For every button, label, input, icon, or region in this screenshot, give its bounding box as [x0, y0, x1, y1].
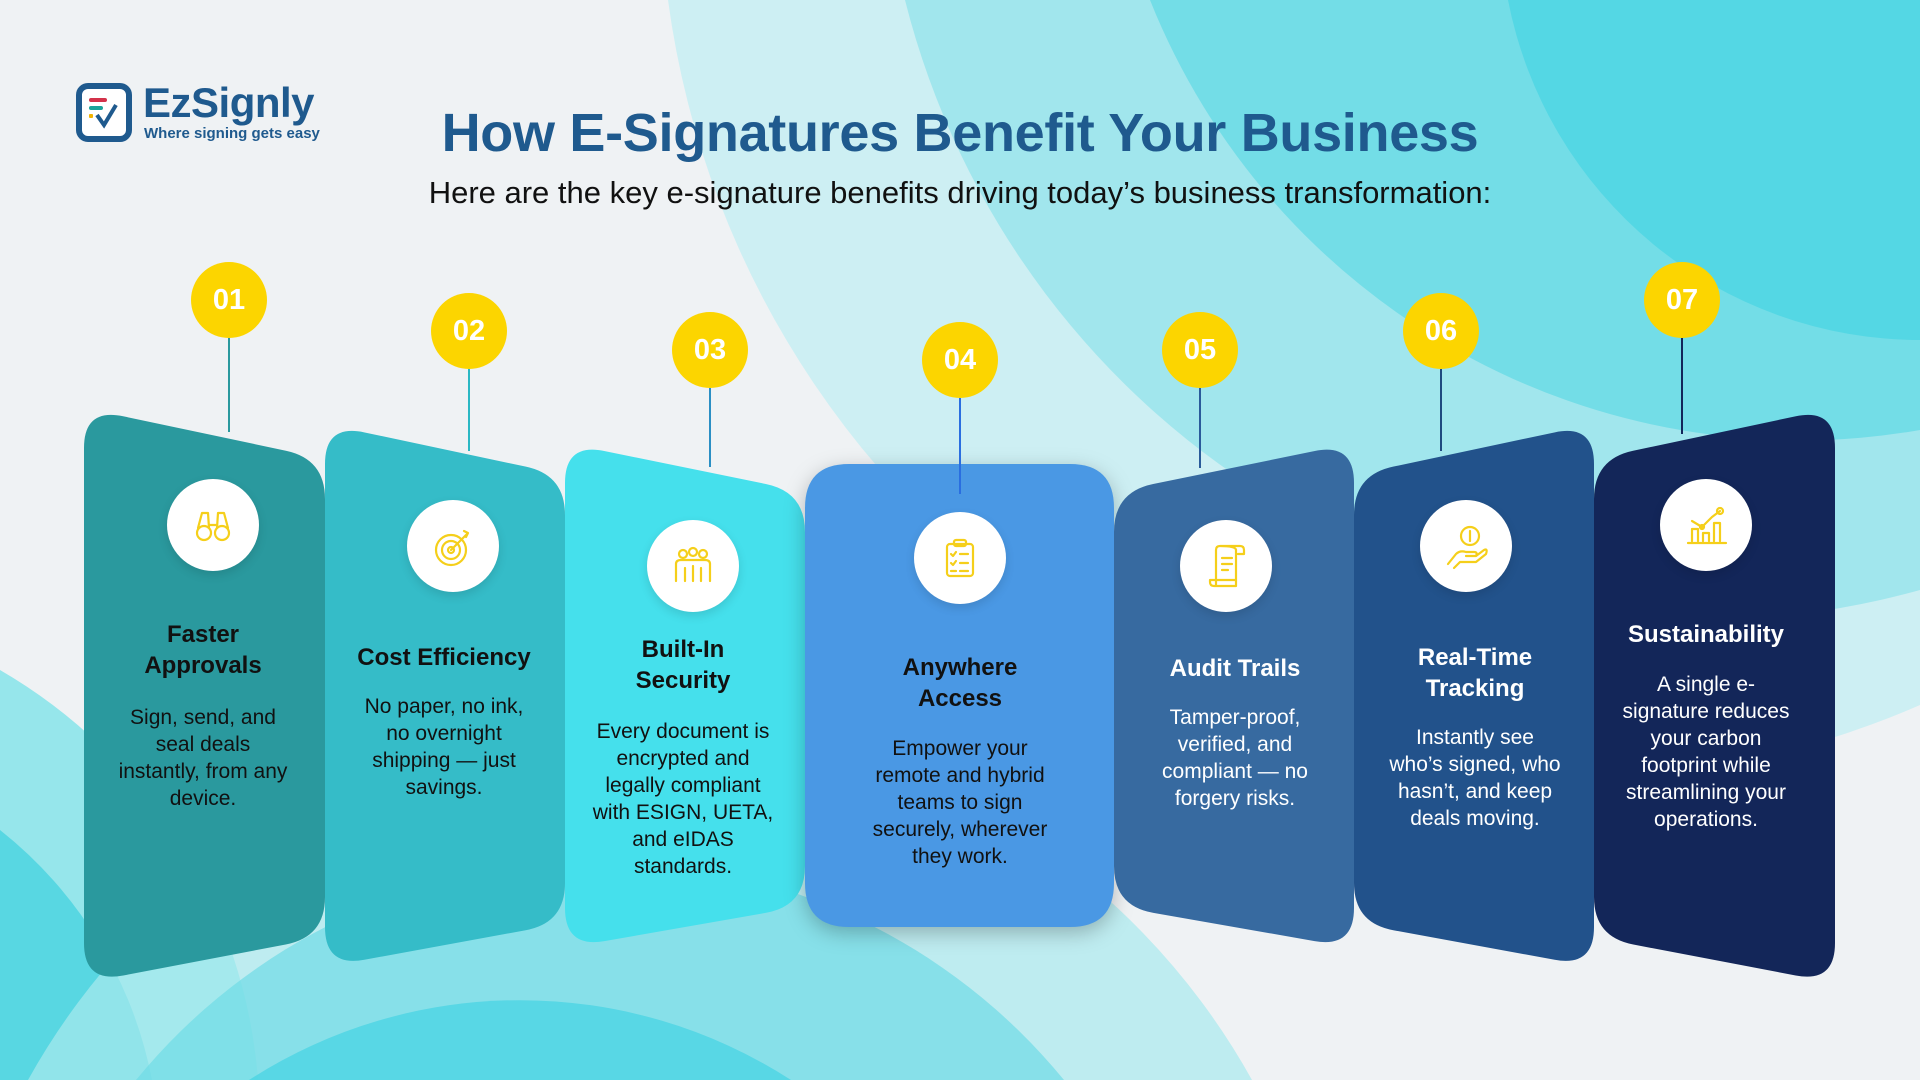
- card-description: Empower your remote and hybrid teams to …: [872, 737, 1048, 868]
- page-subtitle: Here are the key e-signature benefits dr…: [428, 175, 1492, 210]
- brand-logo[interactable]: EzSignly Where signing gets easy: [76, 79, 320, 142]
- card-description: Sign, send, and seal deals instantly, fr…: [118, 706, 288, 810]
- card-description: No paper, no ink, no overnight shipping …: [364, 695, 524, 799]
- card-title: Anywhere Access: [902, 654, 1018, 712]
- card-description: Instantly see who’s signed, who hasn’t, …: [1389, 726, 1561, 830]
- growth-chart-icon: [1686, 506, 1728, 545]
- connector-line: [1440, 369, 1442, 451]
- card-panel-1: [84, 414, 325, 977]
- logo-icon: [76, 83, 132, 142]
- icon-circle: [1420, 500, 1512, 592]
- card-description: A single e- signature reduces your carbo…: [1622, 673, 1790, 831]
- icon-circle: [1660, 479, 1752, 571]
- brand-tagline: Where signing gets easy: [144, 125, 320, 142]
- card-description: Every document is encrypted and legally …: [592, 720, 774, 878]
- step-number-badge: 04: [922, 322, 998, 398]
- card-title: Real-Time Tracking: [1417, 644, 1533, 702]
- step-number-badge: 02: [431, 293, 507, 369]
- clipboard-checklist-icon: [945, 538, 975, 578]
- step-number-badge: 03: [672, 312, 748, 388]
- step-number-badge: 05: [1162, 312, 1238, 388]
- step-number-badge: 01: [191, 262, 267, 338]
- scroll-icon: [1208, 544, 1246, 588]
- card-title: Cost Efficiency: [357, 644, 531, 671]
- brand-name: EzSignly: [143, 79, 315, 126]
- card-panel-2: [325, 430, 565, 961]
- step-number-badge: 06: [1403, 293, 1479, 369]
- connector-line: [1199, 388, 1201, 468]
- card-description: Tamper-proof, verified, and compliant — …: [1162, 706, 1308, 810]
- card-title: Built-In Security: [635, 636, 731, 694]
- icon-circle: [1180, 520, 1272, 612]
- target-icon: [434, 529, 470, 567]
- connector-line: [468, 369, 470, 451]
- icon-circle: [647, 520, 739, 612]
- card-panel-4: [805, 464, 1114, 927]
- card-title: Audit Trails: [1169, 655, 1301, 682]
- card-panel-5: [1114, 449, 1354, 943]
- connector-line: [228, 338, 230, 432]
- page-title: How E-Signatures Benefit Your Business: [441, 103, 1479, 163]
- step-number-badge: 07: [1644, 262, 1720, 338]
- card-panel-6: [1354, 430, 1594, 961]
- card-title: Sustainability: [1627, 621, 1785, 648]
- icon-circle: [167, 479, 259, 571]
- icon-circle: [914, 512, 1006, 604]
- connector-line: [1681, 338, 1683, 434]
- card-panel-7: [1594, 414, 1835, 977]
- icon-circle: [407, 500, 499, 592]
- connector-line: [709, 388, 711, 467]
- connector-line: [959, 398, 961, 494]
- card-title: Faster Approvals: [144, 621, 262, 679]
- team-icon: [674, 546, 712, 583]
- card-panel-3: [565, 449, 805, 943]
- hand-coin-icon: [1446, 525, 1488, 570]
- binoculars-icon: [195, 511, 231, 542]
